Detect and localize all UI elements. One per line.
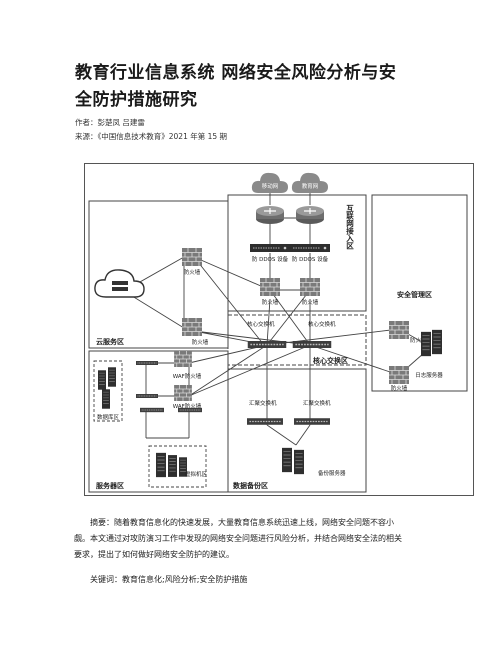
virtual-machine-label: 虚拟机区 [185, 470, 208, 478]
switch-icon-server-b [136, 393, 158, 399]
db-server-icon-1 [98, 369, 106, 391]
cloud-right-label: 教育网 [302, 182, 319, 190]
waf-lower-label: WAF防火墙 [173, 402, 202, 410]
backup-server-icon-1 [282, 447, 292, 473]
fw-cloud-lower-label: 防火墙 [192, 338, 209, 346]
log-server-icon-1 [421, 331, 431, 357]
firewall-icon-top-right [300, 278, 320, 296]
waf-upper-label: WAF防火墙 [173, 372, 202, 380]
database-box [93, 360, 123, 422]
waf-icon-lower [174, 385, 192, 401]
network-topology-diagram: 移动网 教育网 防 DDOS 设备 防 DDOS 设备 互联网接入区 防火墙 防… [84, 163, 474, 496]
source-line: 来源：《中国信息技术教育》2021 年第 15 期 [75, 132, 228, 141]
firewall-icon-cloud-upper [182, 248, 202, 266]
core-zone-box [227, 314, 367, 366]
firewall-icon-top-left [260, 278, 280, 296]
core-switch-icon-left [247, 341, 287, 348]
cloud-zone-label: 云服务区 [96, 337, 124, 346]
internet-zone-label: 互联网接入区 [345, 204, 354, 251]
log-server-label: 日志服务器 [415, 371, 443, 379]
backup-zone-label: 数据备份区 [233, 481, 268, 490]
fw-cloud-upper-label: 防火墙 [184, 268, 201, 276]
agg-switch-left-label: 汇聚交换机 [249, 399, 277, 407]
agg-switch-icon-right [294, 418, 330, 425]
core-switch-left-label: 核心交换机 [247, 320, 275, 328]
cloud-service-icon [94, 269, 145, 298]
article-title: 教育行业信息系统 网络安全风险分析与安 全防护措施研究 [75, 60, 435, 114]
author-line: 作者：彭楚凤 吕建雷 [75, 118, 145, 127]
fw-top-right-label: 防火墙 [302, 298, 319, 306]
switch-icon-server-a [136, 360, 158, 366]
article-title-line1: 教育行业信息系统 网络安全风险分析与安 [75, 63, 397, 83]
log-server-icon-2 [432, 329, 442, 355]
ddos-device-icon-left [250, 244, 290, 252]
firewall-icon-security-upper [389, 321, 409, 339]
firewall-icon-cloud-lower [182, 318, 202, 336]
switch-icon-server-c [140, 407, 164, 413]
virtual-machine-box [148, 445, 207, 488]
backup-server-icon-2 [294, 449, 304, 475]
abstract-line1: 摘要：随着教育信息化的快速发展，大量教育信息系统迅速上线，网络安全问题不容小 [90, 518, 394, 527]
db-server-icon-2 [108, 366, 116, 388]
agg-switch-right-label: 汇聚交换机 [303, 399, 331, 407]
ddos-device-icon-right [290, 244, 330, 252]
firewall-icon-security-lower [389, 366, 409, 384]
internet-zone-box [227, 194, 367, 312]
server-zone-label: 服务器区 [96, 481, 124, 490]
fw-security-lower-label: 防火墙 [391, 384, 408, 392]
article-title-line2: 全防护措施研究 [75, 90, 198, 110]
cloud-left-label: 移动网 [262, 182, 279, 190]
switch-icon-server-d [178, 407, 202, 413]
waf-icon-upper [174, 351, 192, 367]
ddos-label-right: 防 DDOS 设备 [292, 255, 329, 263]
abstract-line3: 要求，提出了如何做好网络安全防护的建议。 [74, 550, 234, 559]
agg-switch-icon-left [247, 418, 283, 425]
core-switch-right-label: 核心交换机 [308, 320, 336, 328]
db-label: 数据库区 [97, 413, 120, 421]
fw-security-upper-label: 防火墙 [410, 336, 427, 344]
fw-top-left-label: 防火墙 [262, 298, 279, 306]
keywords-line: 关键词：教育信息化;风险分析;安全防护措施 [90, 575, 248, 584]
backup-server-label: 备份服务器 [318, 469, 346, 477]
ddos-label-left: 防 DDOS 设备 [252, 255, 289, 263]
security-zone-box [371, 194, 468, 392]
vm-server-icon-1 [156, 452, 166, 478]
db-server-icon-3 [102, 388, 110, 410]
router-icon-left [255, 205, 285, 225]
backup-zone-box [227, 368, 367, 493]
connection-lines [123, 193, 425, 446]
abstract-paragraph: 摘要：随着教育信息化的快速发展，大量教育信息系统迅速上线，网络安全问题不容小 觑… [74, 515, 434, 563]
abstract-line2: 觑。本文通过对攻防演习工作中发现的网络安全问题进行风险分析，并结合网络安全法的相… [74, 534, 402, 543]
core-zone-label: 核心交换区 [313, 356, 348, 365]
router-icon-right [295, 205, 325, 225]
core-switch-icon-right [292, 341, 332, 348]
vm-server-icon-2 [168, 454, 177, 478]
security-zone-label: 安全管理区 [397, 290, 432, 299]
